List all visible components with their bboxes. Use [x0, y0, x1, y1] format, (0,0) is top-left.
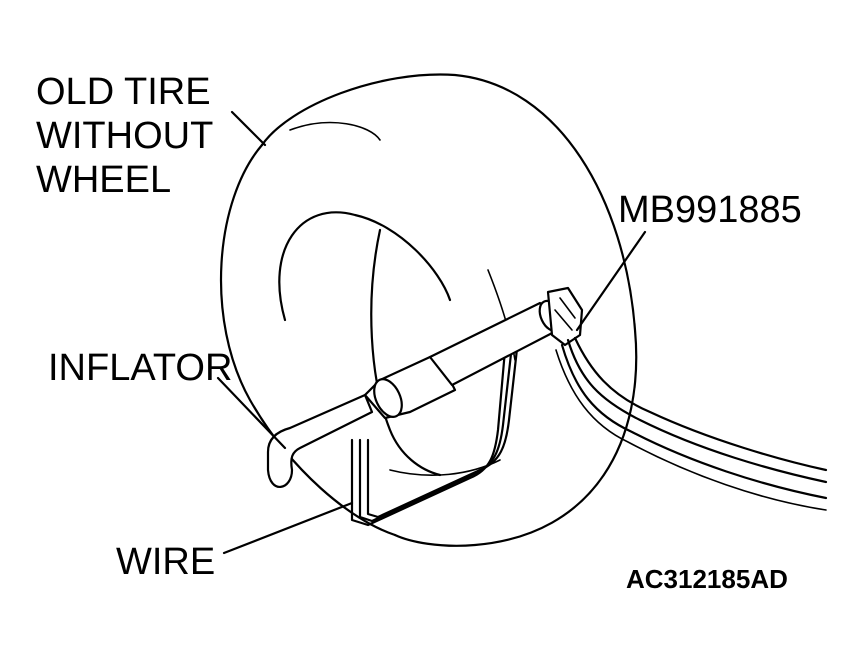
inflator-label: INFLATOR: [48, 347, 233, 389]
inflator-front-rod: [428, 301, 560, 387]
adapter-body: [546, 286, 584, 347]
tool-label: MB991885: [618, 189, 802, 231]
tire-outer-face: [220, 143, 397, 537]
adapter-detail: [554, 297, 576, 331]
inflator-leader: [216, 376, 287, 450]
inflator-collar: [373, 378, 403, 418]
wire-label: WIRE: [116, 541, 216, 583]
old-tire-leader: [230, 110, 267, 147]
tire-tread-edge: [289, 121, 381, 141]
inflator-tube: [266, 393, 374, 488]
old-tire-label: OLD TIRE WITHOUT WHEEL: [36, 70, 213, 202]
wire-leader: [222, 501, 354, 555]
figure-code-label: AC312185AD: [626, 564, 788, 594]
tire-bore-left: [278, 211, 452, 322]
tool-leader: [575, 230, 647, 332]
harness-cable-1: [566, 338, 828, 484]
tire-tread-outline: [260, 73, 638, 547]
harness-cable-3: [560, 343, 828, 500]
old-tire-label-line-3: WHEEL: [36, 159, 172, 201]
harness-cable-2: [573, 336, 828, 472]
old-tire-label-line-2: WITHOUT: [36, 115, 214, 157]
harness-cable-4: [555, 349, 827, 511]
old-tire-label-line-1: OLD TIRE: [36, 71, 211, 113]
wire-loop-2: [358, 343, 514, 523]
wire-loop-3: [366, 338, 520, 519]
